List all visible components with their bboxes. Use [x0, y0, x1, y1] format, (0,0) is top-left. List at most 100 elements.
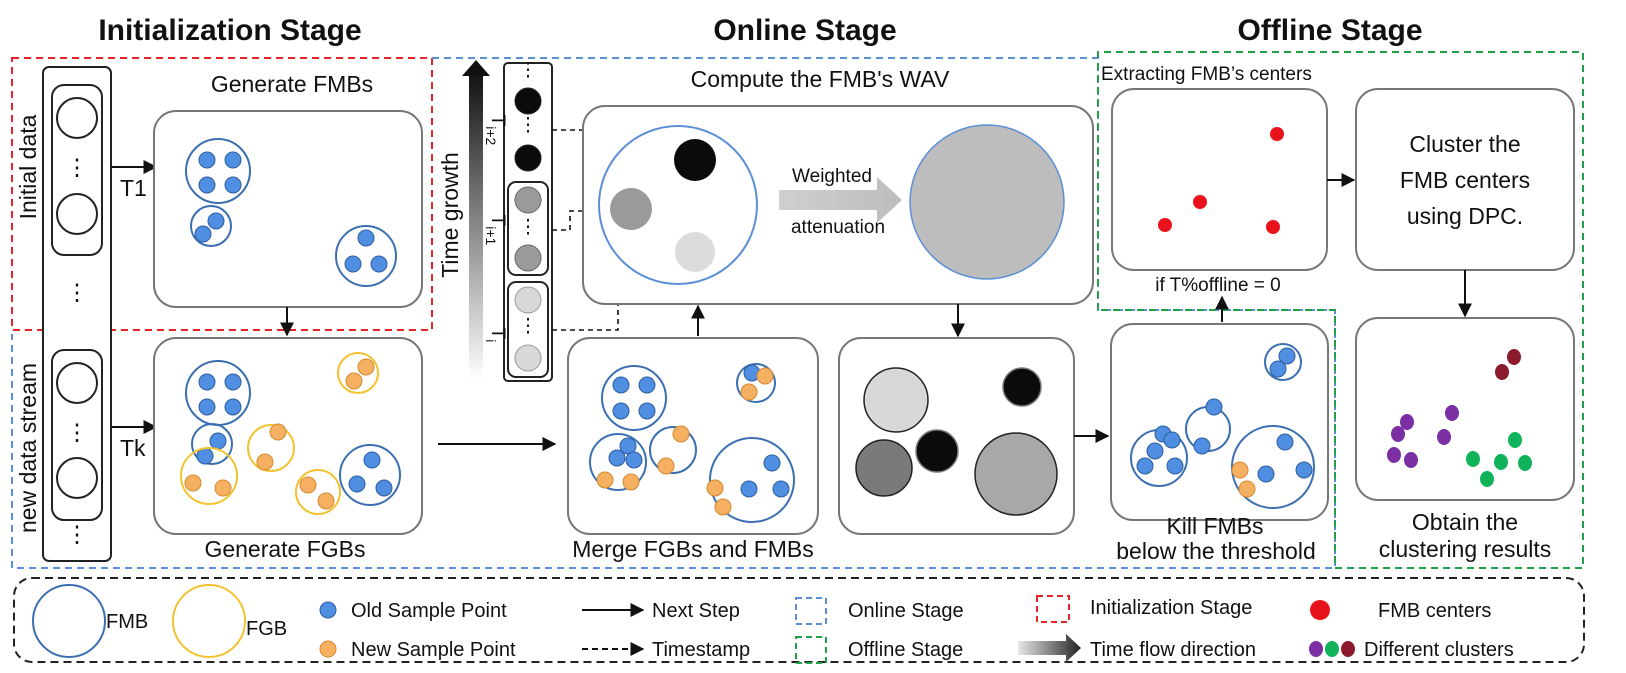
tk-label: Tk	[120, 435, 146, 461]
fmb-ring	[709, 437, 795, 523]
legend-cluster-purple	[1309, 641, 1323, 657]
cluster-point-purple	[1400, 414, 1414, 430]
fgb-ring	[337, 352, 379, 394]
old-point	[612, 376, 630, 394]
legend-offline-stage: Offline Stage	[848, 639, 963, 661]
old-point	[638, 402, 656, 420]
new-point	[1238, 480, 1256, 498]
fmb-ring	[1264, 343, 1302, 381]
old-point	[1166, 457, 1184, 475]
svg-text:Ti+2: Ti+2	[483, 115, 508, 146]
fgb-ring	[295, 469, 341, 515]
cluster-point-purple	[1437, 429, 1451, 445]
kill-label-line2: below the threshold	[1116, 538, 1315, 564]
old-point	[198, 151, 216, 169]
t1-label: T1	[120, 175, 147, 201]
merge-label: Merge FGBs and FMBs	[572, 536, 814, 562]
fmb-ring	[598, 125, 758, 285]
old-point	[344, 255, 362, 273]
new-data-stream-label: new data stream	[15, 363, 41, 533]
old-point	[357, 229, 375, 247]
kill-group	[1130, 343, 1315, 509]
old-point	[198, 373, 216, 391]
weighted-arrow	[779, 177, 902, 223]
offline-stage-title: Offline Stage	[1237, 14, 1422, 47]
timestamp-point	[514, 186, 542, 214]
timestamp-label-ti: Ti	[483, 328, 508, 343]
generate-fmbs-label: Generate FMBs	[211, 71, 373, 97]
timestamp-point	[514, 286, 542, 314]
legend-timestamp: Timestamp	[652, 639, 750, 661]
data-circle	[56, 457, 98, 499]
extracting-label: Extracting FMB’s centers	[1101, 64, 1312, 85]
old-point	[1136, 457, 1154, 475]
time-growth-label: Time growth	[437, 152, 463, 278]
legend-fmb-center-icon	[1310, 600, 1330, 620]
old-point	[209, 432, 227, 450]
dots: ⋮	[66, 279, 89, 305]
cluster-results	[1387, 349, 1532, 487]
cluster-point-green	[1466, 451, 1480, 467]
legend-old-point-icon	[319, 601, 337, 619]
weighted-fmb	[863, 367, 929, 433]
weighted-fmb	[1002, 367, 1042, 407]
fmb-ring	[589, 433, 647, 491]
old-point	[1146, 442, 1164, 460]
kill-label-line1: Kill FMBs	[1166, 513, 1263, 539]
new-point	[345, 372, 363, 390]
old-point	[1269, 360, 1287, 378]
dots: ⋮	[519, 60, 538, 81]
legend-init-icon	[1036, 595, 1070, 623]
fgb-ring	[247, 424, 295, 472]
online-stage-title: Online Stage	[713, 14, 896, 47]
weighted-fmb	[855, 439, 913, 497]
timestamp-point	[514, 244, 542, 272]
kill-fmbs-box	[1110, 323, 1329, 521]
generate-fmbs-box	[153, 110, 423, 308]
legend-fgb-icon	[172, 584, 246, 658]
old-point	[608, 449, 626, 467]
fmb-ring	[601, 365, 667, 431]
old-point	[198, 176, 216, 194]
new-point	[1231, 461, 1249, 479]
cluster-point-purple	[1445, 405, 1459, 421]
old-point	[194, 225, 212, 243]
old-point	[1276, 433, 1294, 451]
fmb-center-point	[1266, 220, 1280, 234]
legend-offline-icon	[795, 636, 827, 664]
fmb-center-point	[1158, 218, 1172, 232]
time-growth-arrowhead	[462, 60, 490, 76]
svg-text:Ti+1: Ti+1	[483, 215, 508, 246]
new-point	[184, 474, 202, 492]
fmb-ring	[191, 423, 233, 465]
legend-old-point: Old Sample Point	[351, 600, 507, 622]
dots: ⋮	[66, 521, 89, 547]
old-point	[1163, 431, 1181, 449]
initial-data-label: Initial data	[15, 114, 41, 219]
old-point	[612, 402, 630, 420]
old-point	[772, 480, 790, 498]
old-point	[224, 176, 242, 194]
cluster-point-maroon	[1495, 364, 1509, 380]
legend: FMB FGB Old Sample Point New Sample Poin…	[32, 584, 1514, 664]
legend-next-step: Next Step	[652, 600, 740, 622]
new-point	[756, 367, 774, 385]
dots: ⋮	[519, 217, 538, 238]
cluster-line3: using DPC.	[1407, 203, 1523, 229]
cluster-point-maroon	[1507, 349, 1521, 365]
old-point	[638, 376, 656, 394]
legend-fmb: FMB	[106, 611, 148, 633]
dots: ⋮	[519, 115, 538, 136]
cluster-point-purple	[1391, 426, 1405, 442]
wav-result-circle	[909, 124, 1065, 280]
new-point	[706, 479, 724, 497]
light-point	[675, 232, 715, 272]
merge-group	[589, 363, 795, 523]
old-point	[1205, 398, 1223, 416]
cluster-line2: FMB centers	[1400, 167, 1530, 193]
data-circle	[56, 97, 98, 139]
legend-time-flow-icon	[1018, 634, 1081, 662]
legend-different-clusters: Different clusters	[1364, 639, 1514, 661]
new-point	[596, 471, 614, 489]
